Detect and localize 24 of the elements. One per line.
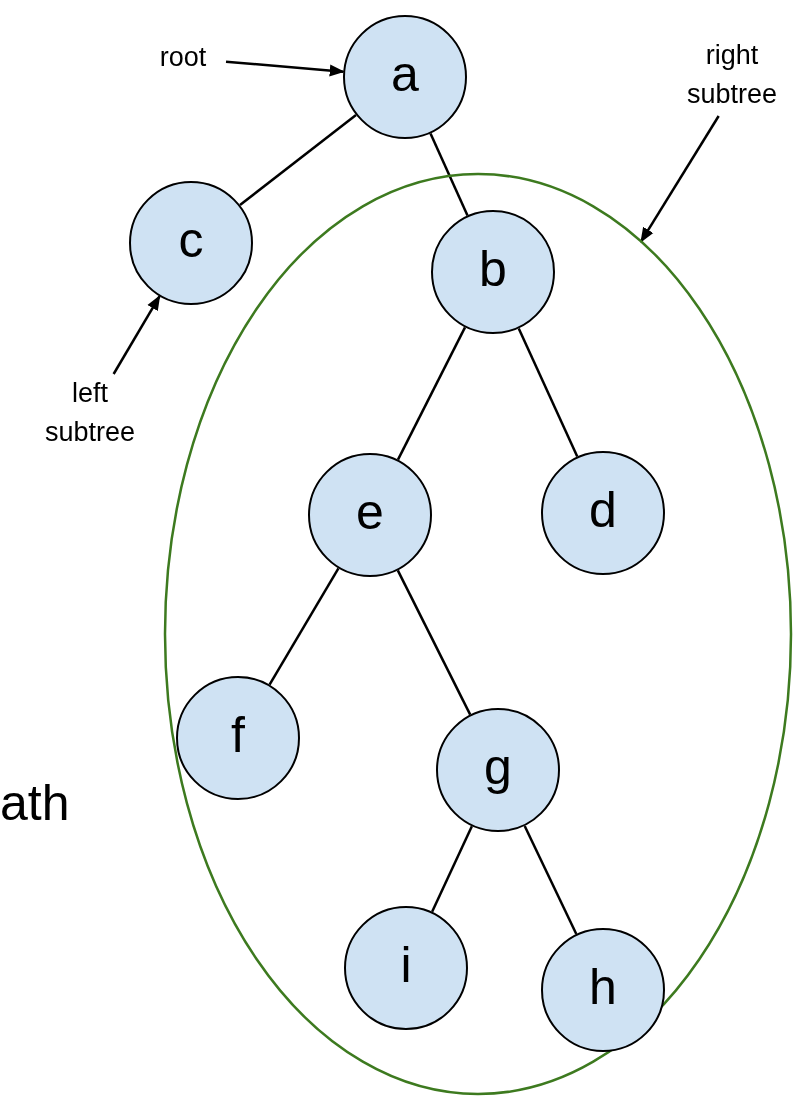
- arrow: [225, 60, 345, 77]
- arrow: [640, 115, 720, 243]
- tree-node-circle: b: [431, 210, 555, 334]
- tree-edge: [429, 133, 469, 216]
- tree-node-circle: h: [541, 928, 665, 1052]
- tree-node-circle: f: [176, 676, 300, 800]
- tree-edge: [523, 825, 578, 935]
- tree-node-circle: c: [129, 181, 253, 305]
- tree-edge: [268, 567, 340, 686]
- tree-node-circle: a: [343, 15, 467, 139]
- tree-edge: [431, 825, 473, 913]
- tree-node-circle: d: [541, 451, 665, 575]
- tree-edge: [396, 326, 467, 461]
- tree-edge: [396, 569, 472, 716]
- tree-node-circle: g: [436, 708, 560, 832]
- tree-edge: [517, 327, 579, 458]
- annotation-text: left subtree: [43, 377, 137, 450]
- cut-off-text: ath: [0, 778, 70, 828]
- arrow: [112, 295, 161, 375]
- annotation-text: right subtree: [685, 39, 779, 112]
- tree-node-circle: e: [308, 453, 432, 577]
- annotation-text: root: [158, 41, 208, 74]
- tree-node-circle: i: [344, 906, 468, 1030]
- tree-edge: [239, 114, 357, 206]
